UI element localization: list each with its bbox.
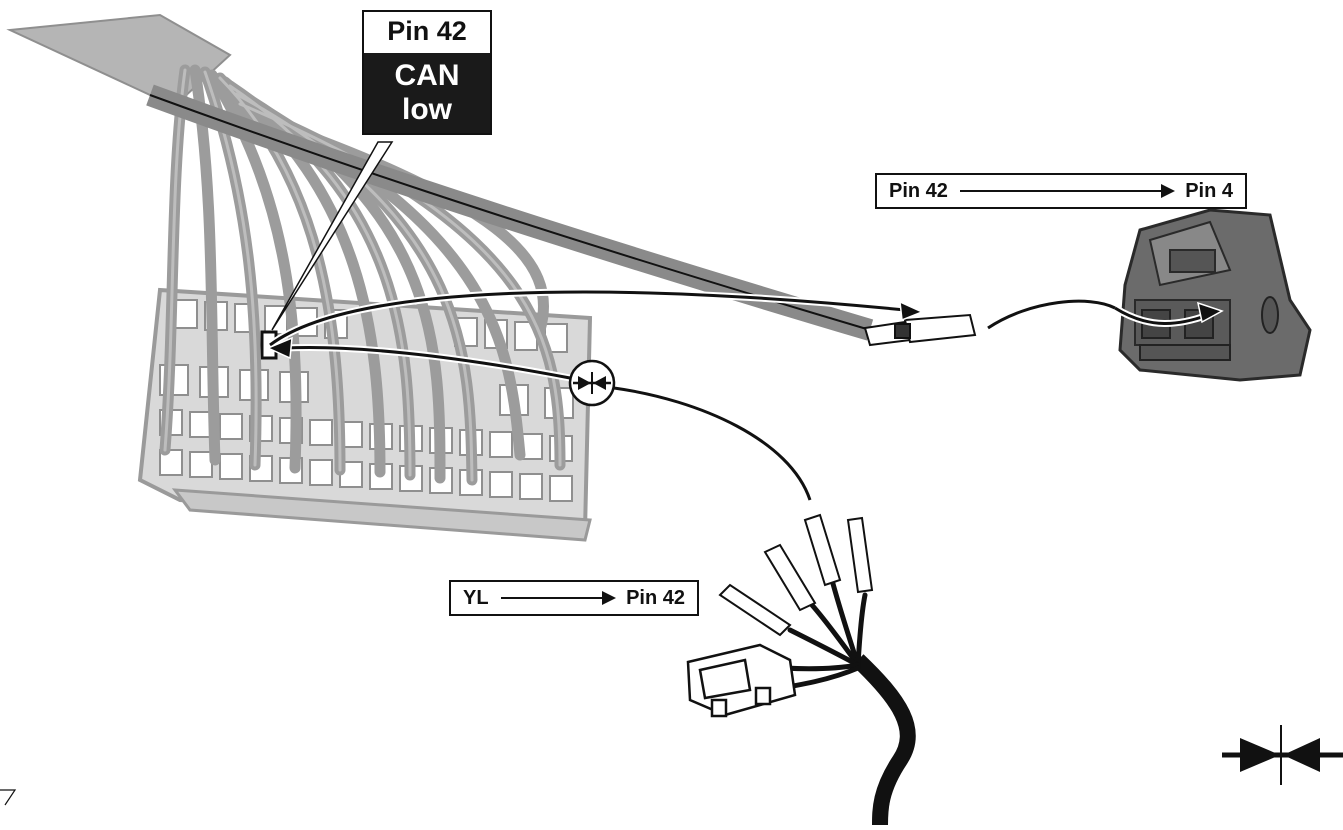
route-label-right: Pin 42 Pin 4 [875,173,1247,209]
splice-icon-large [1222,725,1343,785]
route-arrow-to-terminal [267,288,924,348]
route-right-to: Pin 4 [1185,180,1233,202]
route-arrow-to-connector [987,299,1116,330]
route-label-left: YL Pin 42 [449,580,699,616]
four-pin-connector [1118,208,1312,382]
route-right-arrow-icon [959,184,1176,198]
callout-signal-line1: CAN [394,59,460,92]
route-left-from: YL [463,587,489,609]
splice-icon [568,359,616,407]
route-arrow-into-pin4 [1113,301,1224,327]
corner-fragment [0,789,17,806]
route-left-arrow-icon [500,591,616,605]
branch-plug-housing [686,643,797,718]
route-left-to: Pin 42 [626,587,685,609]
black-loom [852,654,916,826]
branch-terminals [718,513,874,637]
loom-branches [752,577,868,693]
wire-terminal [863,313,977,347]
callout-signal-line2: low [402,93,452,126]
callout-pin-label: Pin 42 [387,16,467,46]
route-arrow-from-splice [266,336,571,382]
route-right-from: Pin 42 [889,180,948,202]
callout-signal-label: CAN low [364,53,490,133]
pin42-callout: Pin 42 CAN low [362,10,492,135]
black-wire-splice [613,386,812,501]
callout-pointer [271,141,394,331]
